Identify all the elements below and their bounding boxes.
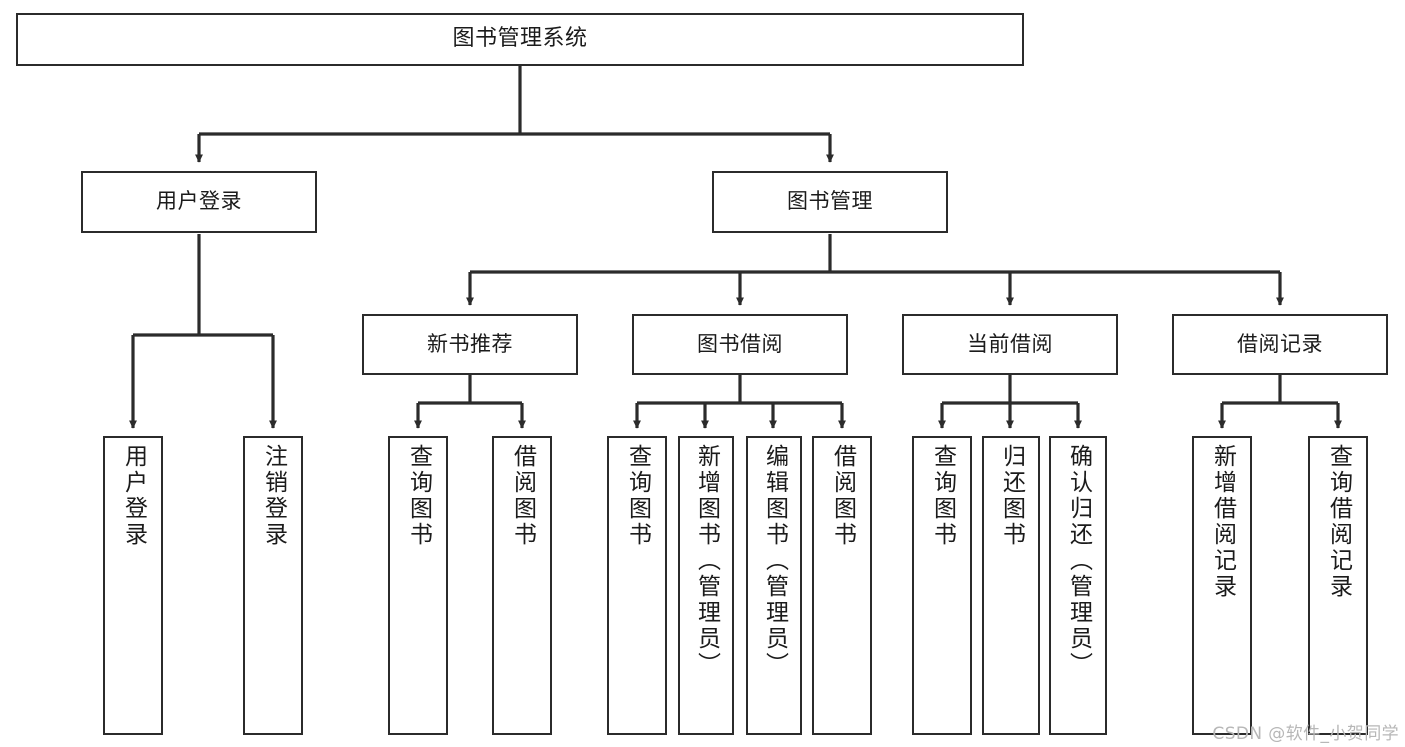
node-label: 新书推荐 (427, 331, 513, 356)
leaf-new-book-borrow[interactable]: 借阅图书 (492, 436, 552, 735)
leaf-current-query-book[interactable]: 查询图书 (912, 436, 972, 735)
node-label: 用户登录 (156, 189, 242, 214)
leaf-user-login-signin[interactable]: 用户登录 (103, 436, 163, 735)
leaf-record-add-record[interactable]: 新增借阅记录 (1192, 436, 1252, 735)
node-label: 图书管理 (787, 189, 873, 214)
node-label: 当前借阅 (967, 331, 1053, 356)
leaf-current-confirm-return-admin[interactable]: 确认归还（管理员） (1049, 436, 1107, 735)
node-user-login[interactable]: 用户登录 (81, 171, 317, 233)
node-label: 归还图书 (998, 444, 1025, 548)
leaf-borrow-edit-book-admin[interactable]: 编辑图书（管理员） (746, 436, 802, 735)
node-new-book-recommend[interactable]: 新书推荐 (362, 314, 578, 375)
csdn-watermark: CSDN @软件_小贺同学 (1212, 724, 1399, 744)
node-book-borrow[interactable]: 图书借阅 (632, 314, 848, 375)
leaf-user-login-signout[interactable]: 注销登录 (243, 436, 303, 735)
leaf-record-query-record[interactable]: 查询借阅记录 (1308, 436, 1368, 735)
node-root-book-management-system[interactable]: 图书管理系统 (16, 13, 1024, 66)
leaf-borrow-borrow-book[interactable]: 借阅图书 (812, 436, 872, 735)
node-label: 借阅图书 (509, 444, 536, 548)
node-current-borrow[interactable]: 当前借阅 (902, 314, 1118, 375)
node-label: 图书借阅 (697, 331, 783, 356)
leaf-current-return-book[interactable]: 归还图书 (982, 436, 1040, 735)
node-label: 新增借阅记录 (1209, 444, 1236, 600)
node-label: 用户登录 (120, 444, 147, 548)
node-label: 注销登录 (260, 444, 287, 548)
node-label: 查询图书 (405, 444, 432, 548)
leaf-borrow-add-book-admin[interactable]: 新增图书（管理员） (678, 436, 734, 735)
node-label: 查询图书 (624, 444, 651, 548)
node-label: 查询图书 (929, 444, 956, 548)
node-label: 借阅记录 (1237, 331, 1323, 356)
node-label: 借阅图书 (829, 444, 856, 548)
leaf-borrow-query-book[interactable]: 查询图书 (607, 436, 667, 735)
node-label: 编辑图书（管理员） (761, 444, 788, 678)
node-label: 查询借阅记录 (1325, 444, 1352, 600)
node-label: 图书管理系统 (452, 26, 588, 52)
node-borrow-record[interactable]: 借阅记录 (1172, 314, 1388, 375)
leaf-new-book-query[interactable]: 查询图书 (388, 436, 448, 735)
node-label: 确认归还（管理员） (1065, 444, 1092, 678)
node-label: 新增图书（管理员） (693, 444, 720, 678)
node-book-management[interactable]: 图书管理 (712, 171, 948, 233)
